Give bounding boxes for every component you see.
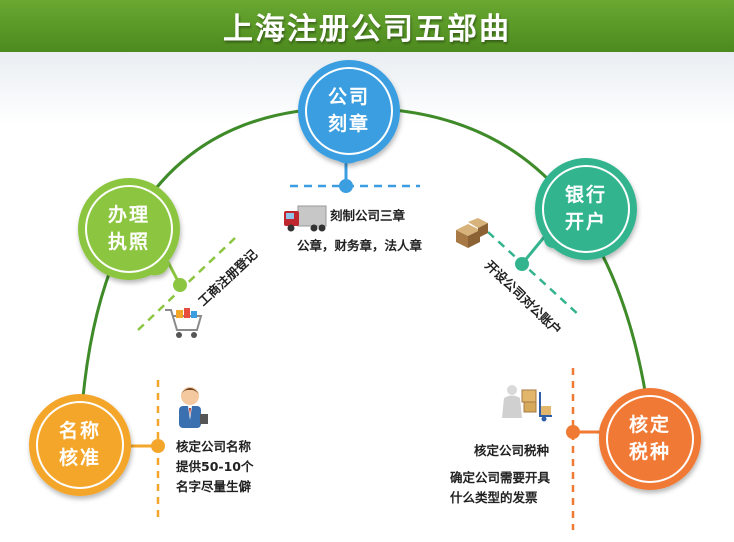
- title-banner: 上海注册公司五部曲: [0, 0, 734, 52]
- shopping-cart-icon: [165, 308, 203, 338]
- step-5-desc-3: 什么类型的发票: [450, 490, 538, 505]
- step-5-description-line-1: 核定公司税种: [474, 441, 549, 461]
- step-4-label: 银行 开户: [546, 182, 626, 236]
- delivery-person-icon: [502, 385, 552, 422]
- step-1-line2: 核准: [58, 447, 101, 469]
- step-2-line2: 执照: [107, 231, 150, 253]
- step-node-1: [29, 394, 131, 496]
- step-5-line1: 核定: [628, 414, 671, 436]
- step-1-desc-3: 名字尽量生僻: [176, 479, 252, 494]
- step-4-line1: 银行: [564, 184, 607, 206]
- step-2-line1: 办理: [107, 204, 150, 226]
- step-3-desc-2: 公章，财务章，法人章: [297, 238, 423, 253]
- businessman-icon: [179, 387, 208, 428]
- step-5-desc-2: 确定公司需要开具: [450, 470, 551, 485]
- step-node-3: [298, 60, 400, 164]
- connector-step-4: [487, 231, 581, 317]
- step-5-line2: 税种: [628, 441, 671, 463]
- step-node-2: [78, 178, 180, 280]
- connector-step-5: [566, 368, 605, 530]
- step-3-desc-1: 刻制公司三章: [330, 208, 406, 223]
- step-2-label: 办理 执照: [89, 202, 169, 256]
- step-5-desc-1: 核定公司税种: [474, 443, 550, 458]
- step-5-label: 核定 税种: [610, 412, 690, 466]
- boxes-icon: [456, 218, 488, 248]
- step-node-4: [535, 158, 637, 260]
- step-1-label: 名称 核准: [40, 418, 120, 472]
- step-1-description: 核定公司名称 提供50-10个 名字尽量生僻: [176, 437, 253, 497]
- step-3-line1: 公司: [327, 86, 370, 108]
- step-3-description-line-1: 刻制公司三章: [330, 206, 405, 226]
- page-title: 上海注册公司五部曲: [223, 12, 511, 47]
- truck-icon: [284, 205, 327, 232]
- connector-step-2: [137, 237, 236, 331]
- step-node-5: [599, 388, 701, 490]
- step-3-description-line-2: 公章，财务章，法人章: [297, 236, 422, 256]
- connector-step-1: [131, 380, 165, 520]
- step-4-line2: 开户: [564, 211, 607, 233]
- step-3-line2: 刻章: [327, 113, 370, 135]
- step-1-desc-1: 核定公司名称: [176, 439, 252, 454]
- step-3-label: 公司 刻章: [309, 84, 389, 138]
- step-1-line1: 名称: [58, 420, 101, 442]
- step-5-description-rest: 确定公司需要开具 什么类型的发票: [450, 468, 550, 508]
- step-1-desc-2: 提供50-10个: [176, 459, 254, 474]
